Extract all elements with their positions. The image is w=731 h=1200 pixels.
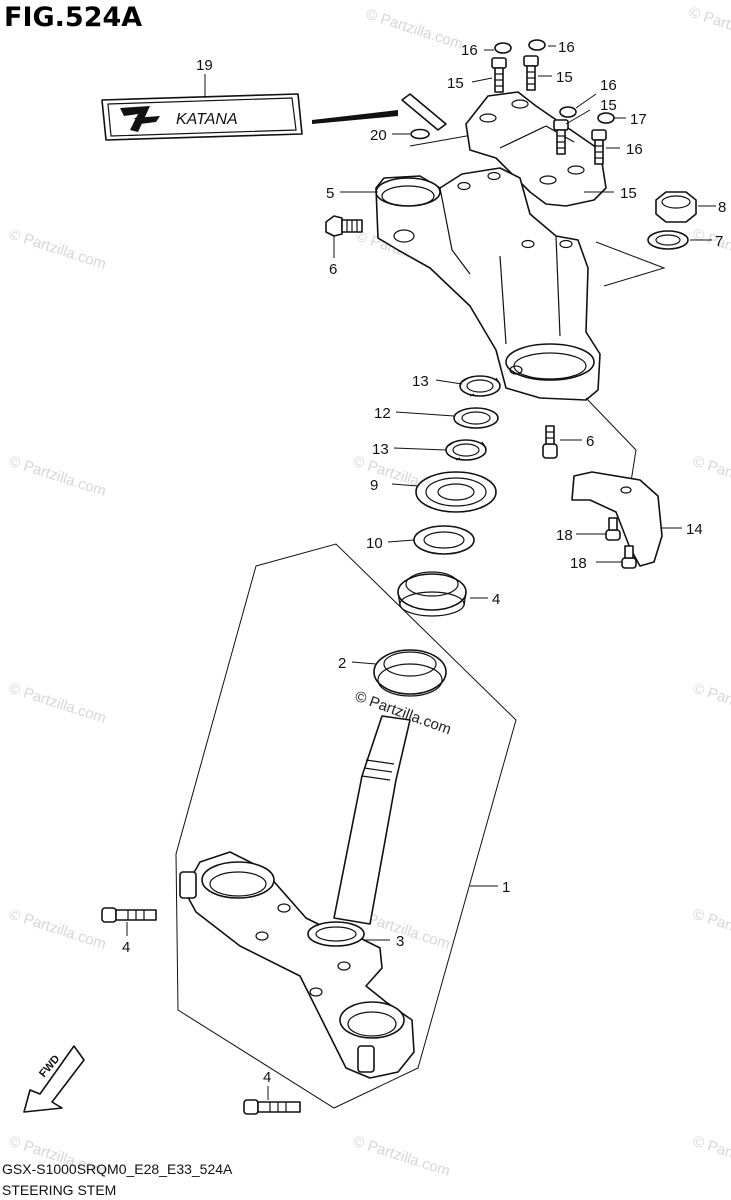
watermark: © Partzilla.com — [691, 226, 731, 273]
watermark: © Partzilla.com — [7, 226, 108, 273]
watermark: © Partzilla.com — [691, 1133, 731, 1180]
part-4-bolt[interactable] — [243, 1099, 301, 1115]
callout-18: 18 — [556, 527, 573, 544]
watermark: © Partzilla.com — [7, 680, 108, 727]
part-16-cap[interactable] — [597, 112, 615, 124]
assembly-outline — [175, 543, 517, 1109]
watermark: © Partzilla.com — [691, 680, 731, 727]
part-1-steering-stem[interactable] — [179, 715, 415, 1079]
part-5-upper-bracket[interactable] — [375, 167, 601, 401]
leader-line-17 — [585, 397, 637, 489]
figure-title: FIG.524A — [4, 2, 143, 33]
callout-20: 20 — [370, 127, 387, 144]
callout-18: 18 — [570, 555, 587, 572]
callout-9: 4 — [492, 591, 500, 608]
part-12-washer[interactable] — [453, 407, 499, 429]
part-6-bolt[interactable] — [325, 215, 363, 237]
part-19-emblem[interactable]: KATANA — [101, 93, 303, 141]
part-9-bearing[interactable] — [397, 571, 467, 617]
part-13-lock-nut[interactable] — [445, 439, 487, 461]
part-15-bolt[interactable] — [591, 129, 607, 165]
figure-name: STEERING STEM — [2, 1182, 117, 1198]
callout-15: 15 — [447, 75, 464, 92]
part-8-steering-stem-nut[interactable] — [655, 191, 697, 223]
part-10-dust-seal[interactable] — [415, 471, 497, 513]
callout-6: 6 — [586, 433, 594, 450]
callout-14: 15 — [620, 185, 637, 202]
part-13-lock-nut[interactable] — [459, 375, 501, 397]
watermark: © Partzilla.com — [687, 4, 731, 51]
part-15-bolt[interactable] — [523, 55, 539, 91]
callout-13: 13 — [412, 373, 429, 390]
callout-4: 4 — [122, 939, 130, 956]
watermark: © Partzilla.com — [7, 906, 108, 953]
callout-labels: 19 16 16 15 15 16 15 17 16 20 5 15 8 7 6… — [122, 39, 726, 1086]
emblem-text: KATANA — [176, 111, 238, 128]
callout-2: 2 — [338, 655, 346, 672]
callout-19: 19 — [196, 57, 213, 74]
part-11-seal[interactable] — [413, 525, 475, 555]
watermark: © Partzilla.com — [364, 6, 465, 53]
part-6-bolt[interactable] — [542, 425, 558, 459]
part-2-bearing[interactable] — [373, 649, 447, 697]
part-18-screw[interactable] — [605, 517, 621, 541]
callout-16: 16 — [558, 39, 575, 56]
callout-11: 10 — [366, 535, 383, 552]
watermark: © Partzilla.com — [351, 1133, 452, 1180]
part-15-bolt[interactable] — [553, 119, 569, 155]
callout-4: 4 — [263, 1069, 271, 1086]
part-18-screw[interactable] — [621, 545, 637, 569]
fwd-arrow-icon: FWD — [23, 1045, 85, 1113]
callout-8: 8 — [718, 199, 726, 216]
callout-6: 6 — [329, 261, 337, 278]
callout-3: 3 — [396, 933, 404, 950]
callout-17: 14 — [686, 521, 703, 538]
emblem-plate — [401, 93, 447, 131]
watermark: © Partzilla.com — [691, 906, 731, 953]
callout-16: 16 — [461, 42, 478, 59]
leader-lines — [126, 45, 716, 1100]
part-16-cap[interactable] — [494, 42, 512, 54]
part-20-cushion[interactable] — [410, 128, 430, 140]
callout-15: 15 — [600, 97, 617, 114]
callout-7: 7 — [715, 233, 723, 250]
callout-16: 17 — [630, 111, 647, 128]
callout-1: 1 — [502, 879, 510, 896]
watermark: © Partzilla.com — [7, 453, 108, 500]
part-7-washer[interactable] — [647, 230, 689, 250]
part-16-cap[interactable] — [559, 106, 577, 118]
part-16-cap[interactable] — [528, 39, 546, 51]
part-3-dust-seal[interactable] — [307, 921, 365, 947]
leader-line-8 — [595, 241, 666, 287]
emblem-pointer — [312, 110, 398, 124]
callout-15: 15 — [556, 69, 573, 86]
callout-15: 16 — [626, 141, 643, 158]
callout-5: 5 — [326, 185, 334, 202]
callout-12: 12 — [374, 405, 391, 422]
callout-10: 9 — [370, 477, 378, 494]
part-4-bolt[interactable] — [101, 907, 157, 923]
watermark: © Partzilla.com — [691, 453, 731, 500]
callout-16: 16 — [600, 77, 617, 94]
part-15-bolt[interactable] — [491, 57, 507, 93]
figure-code: GSX-S1000SRQM0_E28_E33_524A — [2, 1161, 233, 1177]
callout-13: 13 — [372, 441, 389, 458]
part-17-cover[interactable] — [571, 471, 663, 567]
